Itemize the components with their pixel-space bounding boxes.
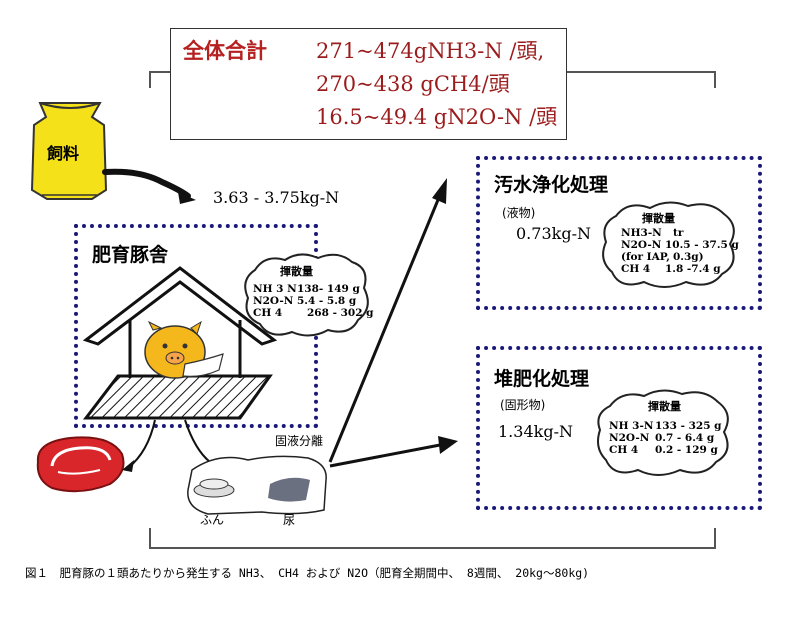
compost-emission-cloud <box>597 389 729 476</box>
feed-input-amount: 3.63 - 3.75kg-N <box>213 188 340 207</box>
meat-icon <box>36 436 125 493</box>
barn-title: 肥育豚舎 <box>92 244 169 266</box>
wastewater-amount: 0.73kg-N <box>516 224 591 243</box>
feed-label: 飼料 <box>47 144 80 163</box>
figure-caption: 図１ 肥育豚の１頭あたりから発生する NH3、 CH4 および N2O（肥育全期… <box>25 566 590 580</box>
barn-emission-row: NH 3 N138- 149 g <box>253 283 360 295</box>
liquid-label: 尿 <box>283 513 296 527</box>
total-label: 全体合計 <box>183 39 267 63</box>
compost-emission-title: 揮散量 <box>648 400 681 413</box>
barn-emission-cloud <box>244 253 369 337</box>
wastewater-title: 汚水浄化処理 <box>494 174 609 196</box>
total-n2o: 16.5~49.4 gN2O-N /頭 <box>316 105 558 129</box>
wastewater-state: (液物) <box>502 206 536 220</box>
total-ch4: 270~438 gCH4/頭 <box>316 72 510 96</box>
wastewater-emission-cloud <box>602 201 735 288</box>
compost-state: (固形物) <box>500 398 546 412</box>
compost-amount: 1.34kg-N <box>498 422 573 441</box>
feed-arrow <box>102 168 196 204</box>
wastewater-emission-title: 揮散量 <box>642 212 675 225</box>
barn-emission-title: 揮散量 <box>280 265 313 278</box>
separation-label: 固液分離 <box>275 434 324 448</box>
feed-bag-icon <box>30 102 108 200</box>
solid-label: ふん <box>200 513 225 527</box>
compost-title: 堆肥化処理 <box>494 368 590 390</box>
pig-icon <box>144 320 224 379</box>
total-nh3: 271~474gNH3-N /頭, <box>316 39 545 63</box>
manure-separator-drawing <box>187 455 327 515</box>
wastewater-emission-row: (for IAP,0.3g) <box>621 251 704 263</box>
barn-house-drawing <box>82 266 278 420</box>
total-summary-box: 全体合計 271~474gNH3-N /頭, 270~438 gCH4/頭 16… <box>170 28 567 140</box>
